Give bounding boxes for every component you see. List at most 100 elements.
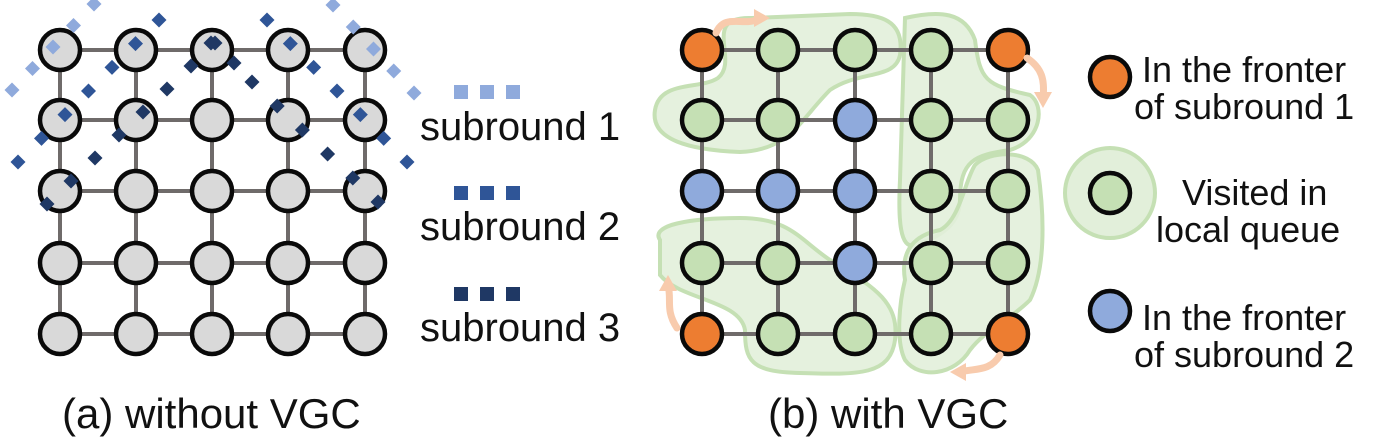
- wavefront-marker: [345, 170, 361, 186]
- arrowhead-icon: [659, 275, 677, 291]
- green-node: [985, 97, 1031, 143]
- legend-square: [480, 85, 494, 99]
- wavefront-marker: [25, 61, 40, 76]
- graph-node: [113, 168, 159, 214]
- legend-subround-3: subround 3: [420, 287, 620, 350]
- wavefront-marker: [57, 107, 73, 123]
- wavefront-marker: [39, 196, 55, 212]
- subround-1-marker: [454, 85, 520, 99]
- wavefront-marker: [87, 150, 103, 166]
- green-node: [755, 311, 801, 357]
- wavefront-marker: [376, 130, 392, 146]
- blue-node: [832, 168, 878, 214]
- legend-subround-2: subround 2: [420, 186, 620, 249]
- wavefront-marker: [352, 107, 368, 123]
- wavefront-marker: [86, 0, 102, 12]
- subround-legend: subround 1 subround 2 subround 3: [420, 85, 620, 350]
- green-node: [908, 311, 954, 357]
- subround-2-marker: [454, 186, 520, 200]
- wavefront-marker: [203, 35, 219, 51]
- wavefront-marker: [345, 19, 361, 35]
- wavefront-marker: [45, 39, 61, 55]
- wavefront-marker: [329, 83, 345, 99]
- graph-node: [113, 240, 159, 286]
- wavefront-marker: [320, 146, 336, 162]
- legend-frontier-subround-1: In the fronter of subround 1: [1087, 49, 1354, 127]
- graph-node: [265, 311, 311, 357]
- green-node: [832, 27, 878, 73]
- graph-node: [37, 97, 83, 143]
- wavefront-marker: [34, 130, 49, 146]
- node-state-legend: In the fronter of subround 1 Visited in …: [1063, 49, 1354, 375]
- wavefront-marker: [399, 154, 415, 170]
- blue-node: [832, 97, 878, 143]
- legend-label: subround 2: [420, 205, 620, 249]
- green-node: [985, 240, 1031, 286]
- graph-node: [113, 311, 159, 357]
- graph-node: [189, 27, 235, 73]
- wavefront-marker: [226, 55, 242, 71]
- legend-line-1: In the fronter: [1142, 297, 1346, 338]
- subround-3-marker: [454, 287, 520, 301]
- wavefront-marker: [151, 12, 167, 28]
- caption-b: (b) with VGC: [768, 390, 1008, 437]
- legend-label: subround 3: [420, 306, 620, 350]
- orange-node-icon: [1087, 54, 1133, 100]
- subround-wavefronts: [4, 0, 422, 212]
- legend-frontier-subround-2: In the fronter of subround 2: [1087, 288, 1354, 375]
- graph-node: [189, 97, 235, 143]
- legend-square: [506, 287, 520, 301]
- legend-square: [454, 186, 468, 200]
- graph-node: [342, 27, 388, 73]
- graph-node: [265, 27, 311, 73]
- wavefront-marker: [104, 59, 120, 75]
- arrow-icon: [664, 281, 681, 332]
- green-node: [679, 97, 725, 143]
- panel-b-with-vgc: [652, 9, 1052, 381]
- legend-label: subround 1: [420, 105, 620, 149]
- blue-node-icon: [1087, 288, 1133, 334]
- wavefront-marker: [81, 83, 96, 99]
- legend-square: [506, 85, 520, 99]
- graph-node: [342, 97, 388, 143]
- orange-node: [985, 27, 1031, 73]
- legend-square: [506, 186, 520, 200]
- graph-node: [265, 240, 311, 286]
- wavefront-marker: [135, 104, 151, 120]
- wavefront-marker: [4, 82, 20, 98]
- graph-node: [37, 240, 83, 286]
- orange-node: [679, 27, 725, 73]
- wavefront-marker: [306, 59, 322, 75]
- wavefront-marker: [63, 173, 79, 189]
- legend-line-2: of subround 2: [1134, 334, 1354, 375]
- traversal-arrows: [659, 9, 1052, 381]
- legend-line-1: Visited in: [1182, 172, 1327, 213]
- grid-nodes: [679, 27, 1031, 357]
- blue-node: [679, 168, 725, 214]
- wavefront-marker: [325, 0, 341, 13]
- legend-square: [480, 287, 494, 301]
- legend-square: [454, 287, 468, 301]
- wavefront-marker: [159, 81, 175, 97]
- graph-node: [189, 168, 235, 214]
- wavefront-marker: [66, 18, 81, 33]
- green-node: [755, 97, 801, 143]
- wavefront-marker: [386, 63, 402, 79]
- arrowhead-icon: [950, 363, 966, 381]
- legend-line-1: In the fronter: [1142, 49, 1346, 90]
- legend-line-2: local queue: [1156, 209, 1340, 250]
- wavefront-marker: [366, 41, 381, 57]
- wavefront-marker: [111, 127, 127, 143]
- panel-a-without-vgc: [4, 0, 422, 357]
- legend-square: [454, 85, 468, 99]
- green-node: [679, 240, 725, 286]
- blue-node: [832, 240, 878, 286]
- wavefront-marker: [294, 122, 310, 138]
- graph-node: [342, 240, 388, 286]
- caption-a: (a) without VGC: [62, 390, 361, 437]
- wavefront-marker: [183, 58, 199, 74]
- graph-node: [342, 311, 388, 357]
- graph-node: [189, 240, 235, 286]
- green-node: [832, 311, 878, 357]
- graph-node: [37, 27, 83, 73]
